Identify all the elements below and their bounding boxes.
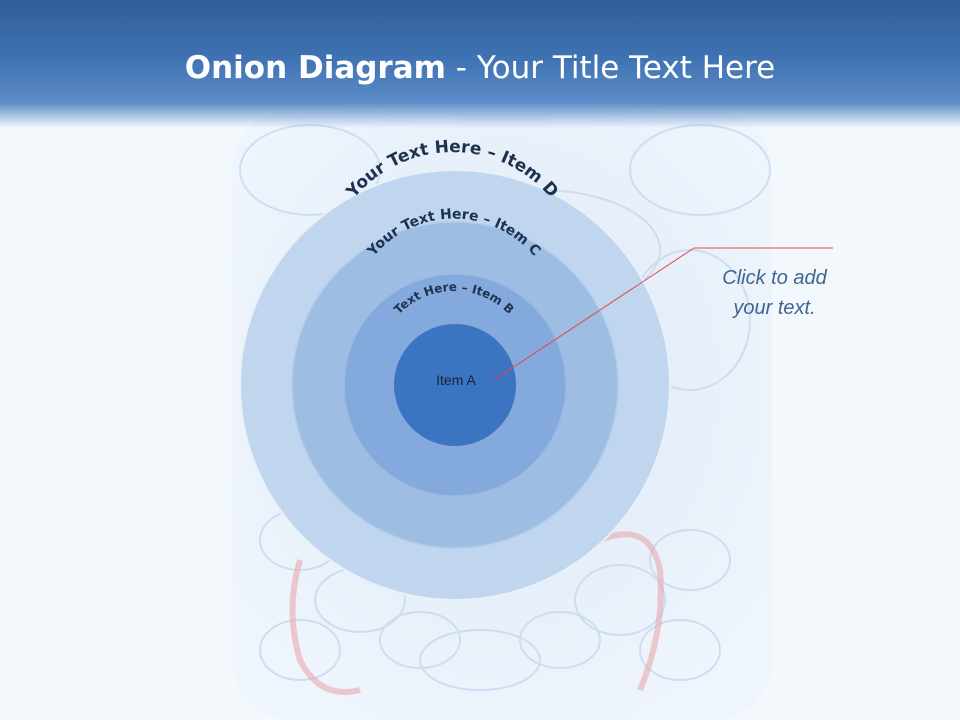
callout-placeholder-text[interactable]: Click to add your text.	[692, 263, 857, 323]
callout-line-2: your text.	[733, 297, 816, 319]
callout-connector-line	[493, 247, 695, 381]
title-rest-part: - Your Title Text Here	[445, 50, 776, 86]
ring-label-a: Item A	[436, 372, 476, 388]
ring-item-a[interactable]	[394, 324, 516, 446]
title-bar: Onion Diagram - Your Title Text Here	[0, 0, 960, 128]
callout-line-1: Click to add	[722, 267, 827, 289]
title-bold-part: Onion Diagram	[184, 50, 446, 86]
slide-title[interactable]: Onion Diagram - Your Title Text Here	[0, 46, 960, 90]
